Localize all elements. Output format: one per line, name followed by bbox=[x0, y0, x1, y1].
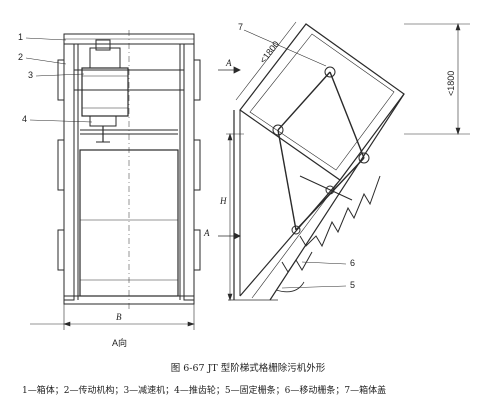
top-dim-label: <1800 bbox=[446, 71, 456, 96]
callout-4: 4 bbox=[22, 114, 27, 124]
width-label: B bbox=[116, 312, 122, 322]
view-label: A向 bbox=[112, 337, 127, 348]
callout-2: 2 bbox=[18, 52, 23, 62]
callout-6: 6 bbox=[350, 258, 355, 268]
figure-legend: 1—箱体；2—传动机构；3—减速机；4—推齿轮；5—固定栅条；6—移动栅条；7—… bbox=[22, 386, 387, 396]
arrow-a-bottom: A bbox=[203, 228, 210, 238]
width-dimension bbox=[30, 304, 195, 330]
side-callout-leaders bbox=[243, 29, 347, 289]
callout-5: 5 bbox=[350, 280, 355, 290]
front-view bbox=[57, 30, 201, 310]
height-label: H bbox=[219, 196, 227, 206]
front-callouts: 1 2 3 4 bbox=[18, 32, 33, 124]
figure-caption: 图 6-67 JT 型阶梯式格栅除污机外形 bbox=[170, 363, 326, 374]
callout-1: 1 bbox=[18, 32, 23, 42]
side-callouts: 7 6 5 bbox=[238, 22, 355, 290]
height-dimension bbox=[226, 133, 244, 301]
front-callout-leaders bbox=[25, 37, 93, 123]
diag-dimension bbox=[235, 21, 297, 101]
callout-3: 3 bbox=[28, 70, 33, 80]
callout-7: 7 bbox=[238, 22, 243, 32]
arrow-a-top: A bbox=[225, 58, 232, 68]
side-view bbox=[228, 23, 405, 301]
top-dimension bbox=[404, 23, 470, 135]
view-arrows bbox=[218, 66, 241, 240]
